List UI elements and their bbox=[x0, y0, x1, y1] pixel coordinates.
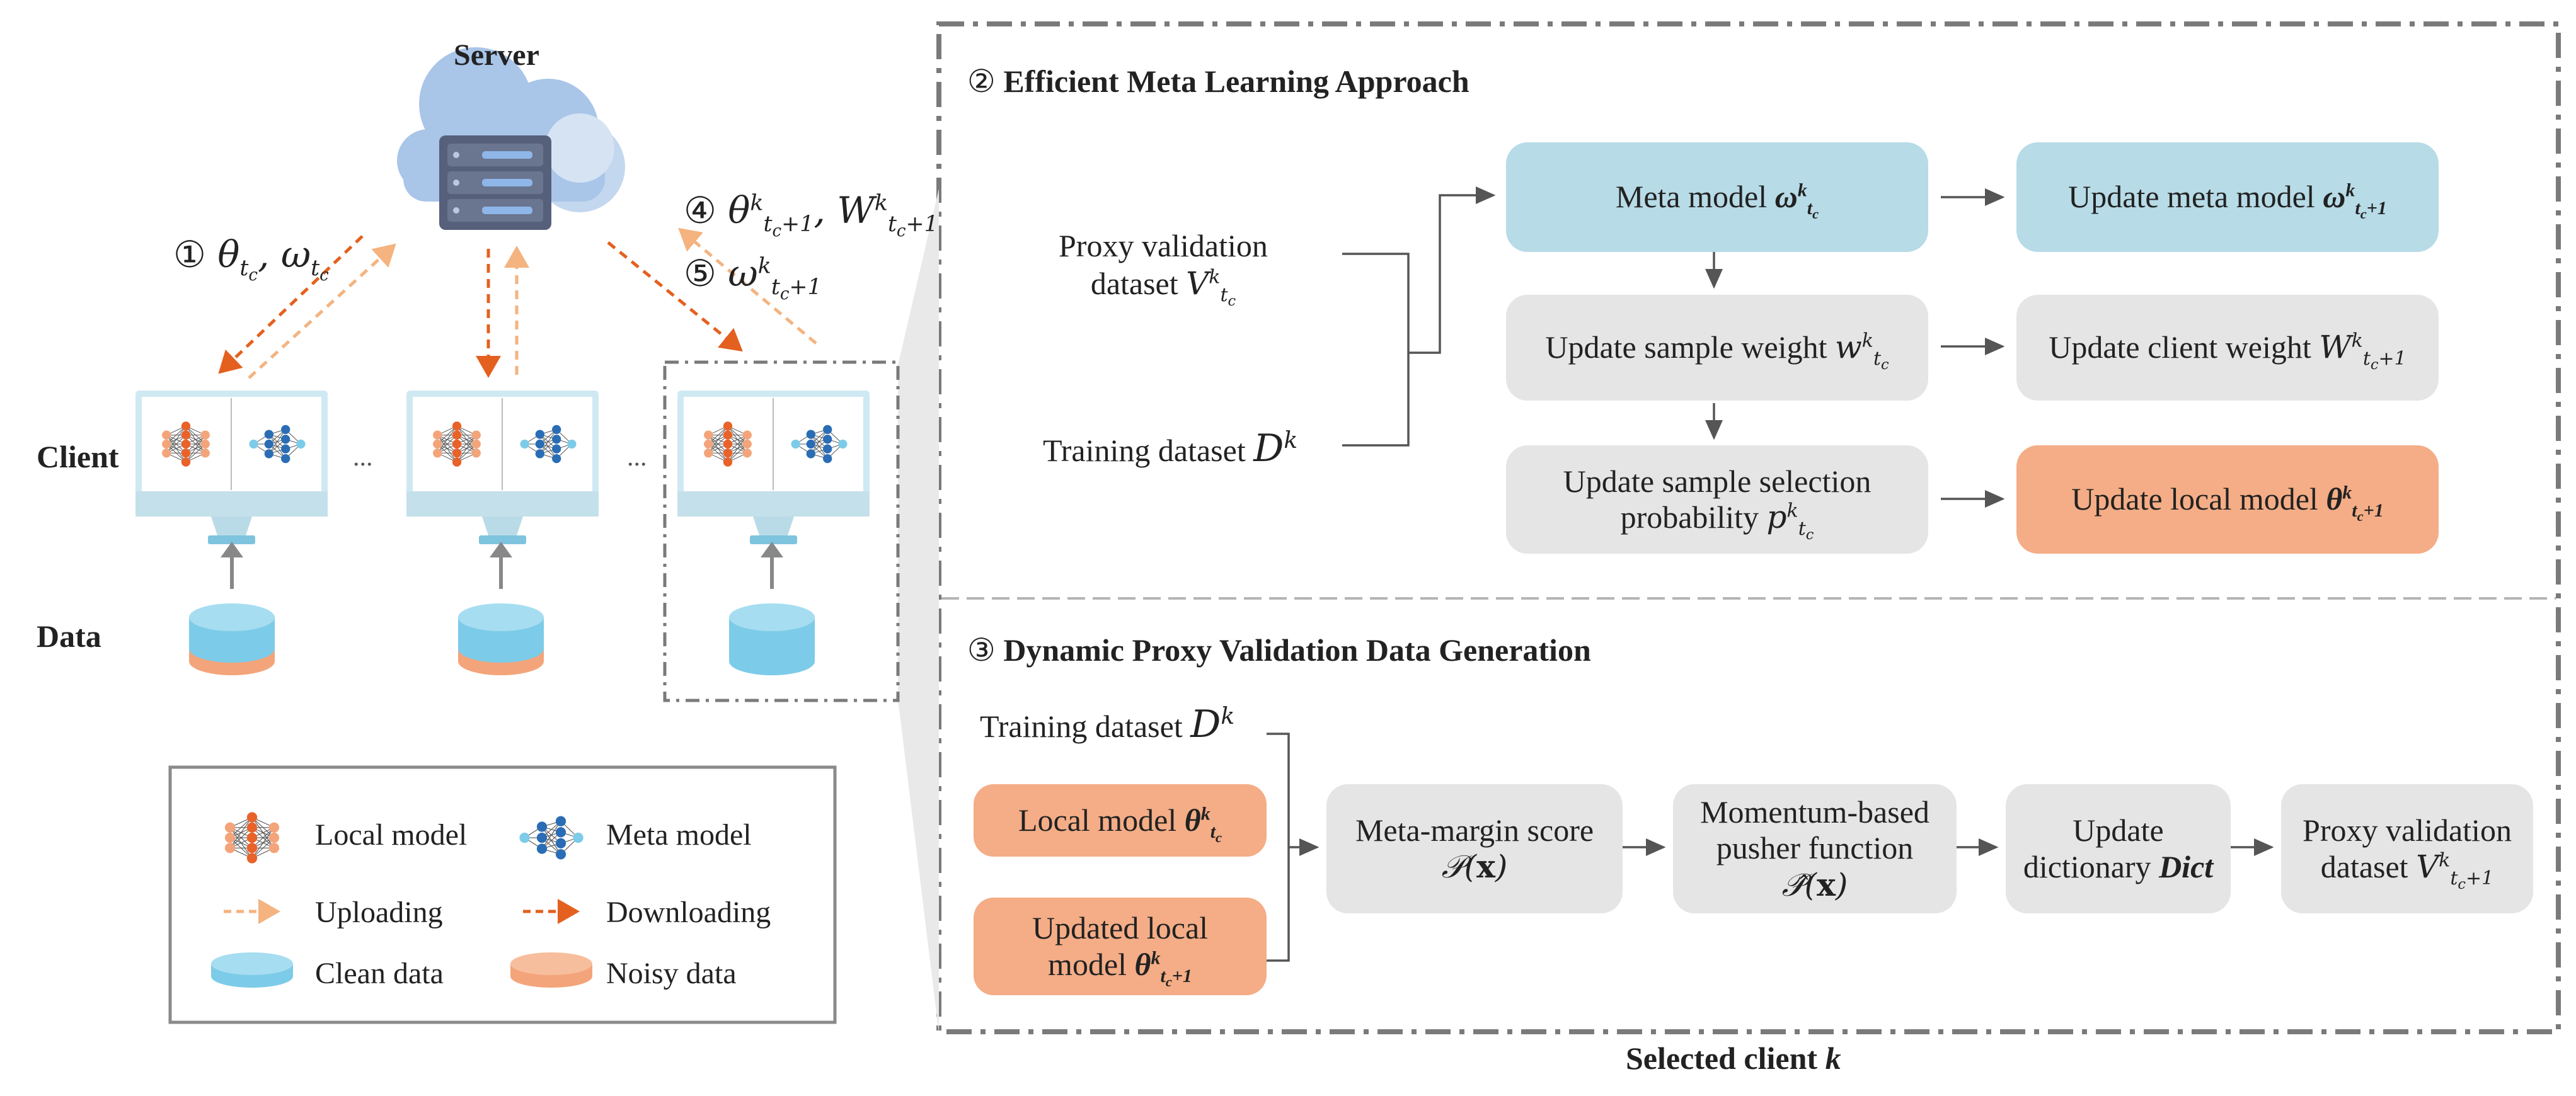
client-monitor-3-local-model-icon bbox=[704, 421, 752, 467]
meta-model-text: Meta model bbox=[1615, 179, 1768, 215]
client-monitor-3 bbox=[677, 391, 870, 544]
server-label: Server bbox=[454, 38, 539, 72]
panel3-title: ③ Dynamic Proxy Validation Data Generati… bbox=[967, 632, 1591, 668]
download-arrow-1 bbox=[218, 235, 364, 374]
proxy-out-line2: dataset bbox=[2320, 848, 2408, 884]
momentum-line2: pusher function bbox=[1716, 830, 1914, 866]
legend-noisy-data-icon bbox=[510, 952, 592, 988]
panel3-title-text: Dynamic Proxy Validation Data Generation bbox=[1003, 632, 1591, 668]
panel3-number: ③ bbox=[967, 632, 996, 668]
update-dict-line1: Update bbox=[2073, 813, 2164, 848]
client-monitor-1-local-model-icon bbox=[162, 421, 210, 467]
panel3-connectors bbox=[1267, 733, 2274, 962]
meta-margin-text: Meta-margin score bbox=[1355, 812, 1594, 848]
client-monitor-1-meta-model-icon bbox=[249, 425, 306, 464]
proxy-line1: Proxy validation bbox=[1059, 228, 1268, 263]
dict-symbol: Dict bbox=[2159, 848, 2214, 884]
local-model-box: Local model θktc bbox=[974, 784, 1267, 857]
data-label: Data bbox=[37, 619, 101, 654]
communication-arrows bbox=[218, 227, 817, 379]
panel2-connectors bbox=[1342, 186, 2005, 508]
data-to-client-arrows bbox=[221, 542, 783, 589]
step4-label: ④ θktc+1, Wktc+1 bbox=[684, 189, 938, 241]
legend-meta-model-label: Meta model bbox=[606, 818, 752, 852]
ellipsis-1: ... bbox=[353, 443, 373, 472]
zoom-wedge bbox=[898, 189, 939, 1033]
client-data-3 bbox=[729, 603, 815, 675]
momentum-line1: Momentum-based bbox=[1700, 794, 1929, 830]
selected-client-frame bbox=[663, 360, 900, 702]
selection-line2: probability bbox=[1620, 499, 1759, 535]
update-local-model-box: Update local model θktc+1 bbox=[2016, 445, 2439, 554]
training-dataset-label: Training dataset Dk bbox=[1043, 426, 1298, 471]
update-sample-weight-text: Update sample weight bbox=[1545, 329, 1827, 365]
step5-number: ⑤ bbox=[684, 252, 716, 295]
caption-k: k bbox=[1825, 1041, 1841, 1076]
client-monitor-2-local-model-icon bbox=[433, 421, 481, 467]
panel3-training-text: Training dataset bbox=[980, 709, 1183, 744]
selected-client-caption: Selected client k bbox=[1626, 1042, 1841, 1074]
cloud-server-icon bbox=[397, 47, 625, 230]
legend-downloading-label: Downloading bbox=[606, 896, 771, 929]
update-client-weight-text: Update client weight bbox=[2049, 329, 2311, 365]
client-data-2 bbox=[458, 603, 544, 675]
legend-meta-model-icon bbox=[519, 816, 584, 860]
legend-uploading-label: Uploading bbox=[315, 896, 443, 929]
update-sample-weight-box: Update sample weight wktc bbox=[1506, 295, 1928, 401]
pusher-function-box: Momentum-based pusher function 𝒫̂(x) bbox=[1673, 784, 1957, 913]
update-meta-model-text: Update meta model bbox=[2068, 179, 2315, 215]
update-local-model-text: Update local model bbox=[2071, 481, 2318, 517]
step4-number: ④ bbox=[684, 189, 716, 232]
legend-clean-data-label: Clean data bbox=[315, 957, 444, 990]
download-arrow-3 bbox=[607, 241, 743, 352]
update-client-weight-box: Update client weight Wktc+1 bbox=[2016, 295, 2439, 401]
updated-line1: Updated local bbox=[1032, 910, 1209, 945]
panel2-number: ② bbox=[967, 63, 996, 100]
panel2-title: ② Efficient Meta Learning Approach bbox=[967, 63, 1469, 100]
step5-label: ⑤ ωktc+1 bbox=[684, 252, 822, 304]
client-monitor-2-meta-model-icon bbox=[520, 425, 577, 464]
step1-label: ① θtc, ωtc bbox=[173, 233, 329, 285]
panel3-training-dataset: Training dataset Dk bbox=[980, 702, 1235, 746]
meta-model-box: Meta model ωktc bbox=[1506, 142, 1928, 252]
updated-local-model-box: Updated local model θktc+1 bbox=[974, 898, 1267, 995]
client-data-1 bbox=[189, 603, 275, 675]
legend-local-model-icon bbox=[224, 812, 280, 864]
update-selection-probability-box: Update sample selection probability pktc bbox=[1506, 445, 1928, 554]
legend-noisy-data-label: Noisy data bbox=[606, 957, 737, 990]
update-dict-line2: dictionary bbox=[2023, 848, 2151, 884]
client-monitor-1 bbox=[135, 391, 328, 544]
proxy-out-line1: Proxy validation bbox=[2303, 813, 2512, 848]
client-monitor-2 bbox=[406, 391, 599, 544]
ellipsis-2: ... bbox=[627, 443, 647, 472]
proxy-validation-dataset: Proxy validation dataset Vktc bbox=[1059, 228, 1268, 309]
legend-local-model-label: Local model bbox=[315, 818, 468, 852]
meta-margin-score-box: Meta-margin score 𝒫(x) bbox=[1326, 784, 1623, 913]
client-label: Client bbox=[37, 439, 119, 474]
proxy-line2: dataset bbox=[1090, 266, 1178, 301]
proxy-validation-output-box: Proxy validation dataset Vktc+1 bbox=[2281, 784, 2533, 913]
selection-line1: Update sample selection bbox=[1563, 463, 1872, 499]
client-monitor-3-meta-model-icon bbox=[791, 425, 848, 464]
legend-clean-data-icon bbox=[211, 952, 293, 988]
updated-line2: model bbox=[1048, 946, 1127, 982]
upload-arrow-1 bbox=[248, 243, 396, 379]
caption-prefix: Selected client bbox=[1626, 1041, 1818, 1076]
update-meta-model-box: Update meta model ωktc+1 bbox=[2016, 142, 2439, 252]
update-dictionary-box: Update dictionary Dict bbox=[2006, 784, 2231, 913]
local-model-text: Local model bbox=[1018, 802, 1177, 838]
step1-number: ① bbox=[173, 233, 206, 276]
training-label-text: Training dataset bbox=[1043, 433, 1246, 468]
panel2-title-text: Efficient Meta Learning Approach bbox=[1003, 64, 1469, 99]
